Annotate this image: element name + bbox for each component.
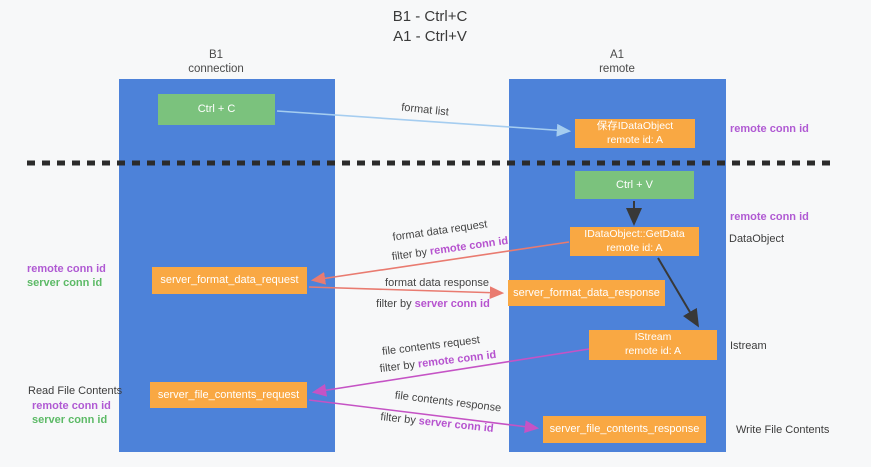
node-getdata-line2: remote id: A bbox=[606, 241, 663, 254]
edge-label-format-data-response: format data response bbox=[385, 277, 489, 289]
remote-conn-id-emphasis: remote conn id bbox=[429, 234, 509, 258]
filter-by-text: filter by bbox=[391, 246, 428, 264]
filter-by-text: filter by bbox=[379, 411, 417, 427]
node-save-idataobject: 保存IDataObject remote id: A bbox=[575, 119, 695, 148]
title-line-1: B1 - Ctrl+C bbox=[392, 8, 468, 25]
title-line-2: A1 - Ctrl+V bbox=[393, 27, 467, 45]
node-ctrl-v: Ctrl + V bbox=[575, 171, 694, 199]
edge-label-format-list: format list bbox=[400, 101, 450, 119]
column-b1-name: B1 bbox=[208, 49, 224, 61]
node-save-idataobject-line1: 保存IDataObject bbox=[596, 119, 674, 132]
node-ctrl-c: Ctrl + C bbox=[158, 94, 275, 125]
node-istream-line1: IStream bbox=[634, 331, 672, 344]
node-file-request-label: server_file_contents_request bbox=[157, 388, 300, 401]
server-conn-id-emphasis: server conn id bbox=[414, 298, 490, 310]
node-ctrl-c-label: Ctrl + C bbox=[197, 103, 236, 116]
node-server-format-data-response: server_format_data_response bbox=[508, 280, 665, 306]
column-header-a1: A1 remote bbox=[599, 48, 635, 77]
node-server-file-contents-response: server_file_contents_response bbox=[543, 416, 706, 443]
node-ctrl-v-label: Ctrl + V bbox=[616, 178, 653, 191]
annotation-istream: Istream bbox=[730, 340, 767, 352]
node-format-response-label: server_format_data_response bbox=[513, 286, 660, 299]
annotation-read-file-contents: Read File Contents bbox=[28, 385, 123, 397]
annotation-remote-conn-id-left1: remote conn id bbox=[27, 263, 106, 275]
filter-by-text: filter by bbox=[376, 298, 412, 310]
node-server-file-contents-request: server_file_contents_request bbox=[150, 382, 307, 408]
annotation-conn-ids-file: remote conn id server conn id bbox=[32, 400, 111, 428]
node-save-idataobject-line2: remote id: A bbox=[606, 133, 664, 146]
annotation-dataobject: DataObject bbox=[729, 233, 785, 245]
node-server-format-data-request: server_format_data_request bbox=[152, 267, 307, 294]
annotation-server-conn-id-left2: server conn id bbox=[32, 413, 108, 426]
node-idataobject-getdata: IDataObject::GetData remote id: A bbox=[570, 227, 699, 256]
column-b1-subtitle: connection bbox=[188, 63, 244, 76]
diagram-title: B1 - Ctrl+C A1 - Ctrl+V bbox=[393, 7, 468, 46]
annotation-conn-ids-format: remote conn id server conn id bbox=[27, 263, 106, 291]
annotation-remote-conn-id-top: remote conn id bbox=[730, 123, 809, 135]
column-a1-subtitle: remote bbox=[599, 63, 635, 76]
column-header-b1: B1 connection bbox=[188, 48, 244, 77]
annotation-write-file-contents: Write File Contents bbox=[736, 424, 830, 436]
annotation-remote-conn-id-mid: remote conn id bbox=[730, 211, 809, 223]
column-a1-name: A1 bbox=[609, 49, 625, 61]
edge-label-file-contents-response: file contents response bbox=[394, 389, 502, 415]
annotation-remote-conn-id-left2: remote conn id bbox=[32, 400, 111, 412]
node-getdata-line1: IDataObject::GetData bbox=[584, 227, 685, 240]
node-istream-line2: remote id: A bbox=[624, 345, 682, 357]
node-istream: IStream remote id: A bbox=[589, 330, 717, 360]
filter-by-text: filter by bbox=[379, 358, 416, 376]
server-conn-id-emphasis: server conn id bbox=[418, 415, 495, 435]
annotation-server-conn-id-left1: server conn id bbox=[27, 276, 103, 289]
node-format-request-label: server_format_data_request bbox=[160, 274, 299, 287]
node-file-response-label: server_file_contents_response bbox=[549, 423, 700, 436]
